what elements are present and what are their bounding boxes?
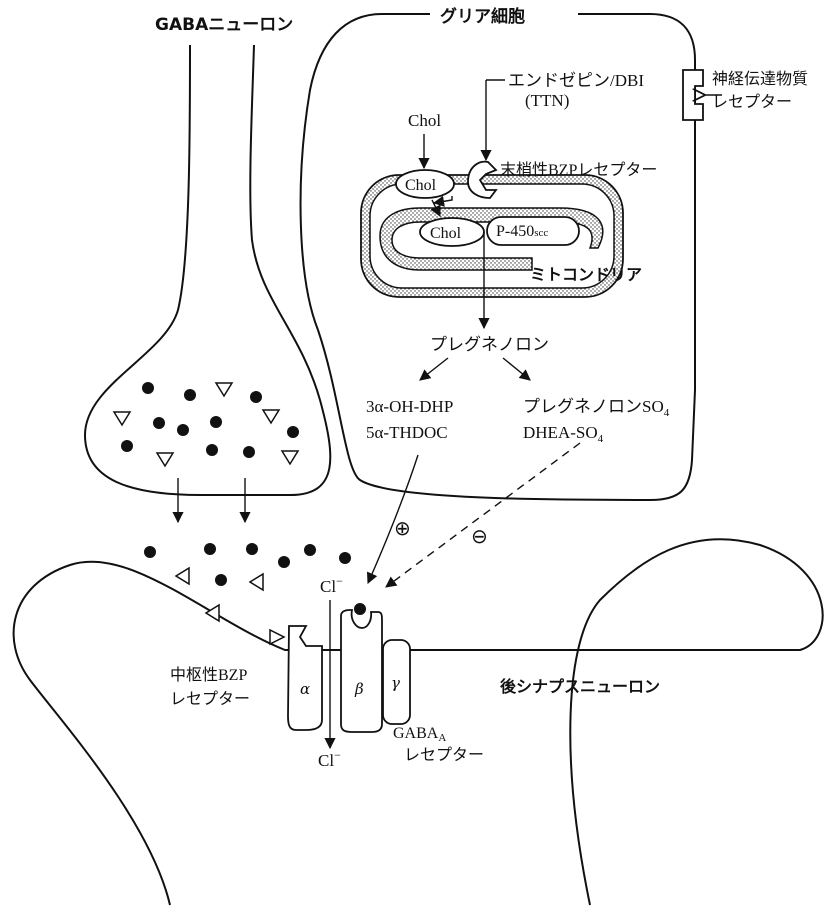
- label-gaba-a-receptor: レセプター: [404, 746, 484, 764]
- label-cl-bottom: Cl−: [318, 748, 341, 770]
- label-chol-outer: Chol: [405, 177, 437, 194]
- label-central-bzp-line2: レセプター: [170, 690, 250, 708]
- label-endozepine-dbi: エンドゼピン/DBI: [508, 71, 644, 90]
- label-dhea-so4: DHEA-SO4: [523, 423, 604, 445]
- label-peripheral-bzp: 末梢性BZPレセプター: [500, 161, 657, 179]
- label-preg-so4: プレグネノロンSO4: [523, 397, 670, 419]
- label-pregnenolone: プレグネノロン: [430, 335, 549, 354]
- nt-receptor-on-glia: [683, 70, 703, 120]
- label-nt-receptor-line1: 神経伝達物質: [712, 70, 808, 88]
- label-postsynaptic-neuron: 後シナプスニューロン: [500, 677, 660, 696]
- label-chol-inner: Chol: [430, 225, 462, 242]
- label-beta: β: [354, 680, 364, 698]
- label-nt-receptor-line2: レセプター: [712, 93, 792, 111]
- label-plus-sign: ⊕: [394, 516, 411, 540]
- label-gaba-a: GABAA: [393, 725, 446, 744]
- label-thdoc: 5α-THDOC: [366, 423, 448, 442]
- label-ttn: (TTN): [525, 91, 569, 110]
- label-cl-top: Cl−: [320, 574, 343, 596]
- receptor-alpha-subunit: [288, 626, 322, 730]
- label-alpha: α: [300, 680, 310, 698]
- label-gaba-neuron: GABAニューロン: [155, 15, 293, 35]
- triangles-cleft: [176, 568, 284, 644]
- label-oh-dhp: 3α-OH-DHP: [366, 397, 453, 416]
- label-chol-top: Chol: [408, 111, 441, 130]
- triangles-presynaptic: [114, 383, 298, 466]
- receptor-beta-subunit: [341, 610, 382, 732]
- arrow-to-dhp: [420, 358, 448, 380]
- label-glia-cell: グリア細胞: [440, 6, 525, 27]
- arrow-to-so4: [503, 358, 530, 380]
- label-minus-sign: ⊖: [471, 524, 488, 548]
- label-mitochondria: ミトコンドリア: [530, 265, 642, 284]
- label-central-bzp-line1: 中枢性BZP: [170, 666, 247, 684]
- label-gamma: γ: [391, 674, 400, 692]
- postsynaptic-neuron-membrane: [14, 539, 823, 905]
